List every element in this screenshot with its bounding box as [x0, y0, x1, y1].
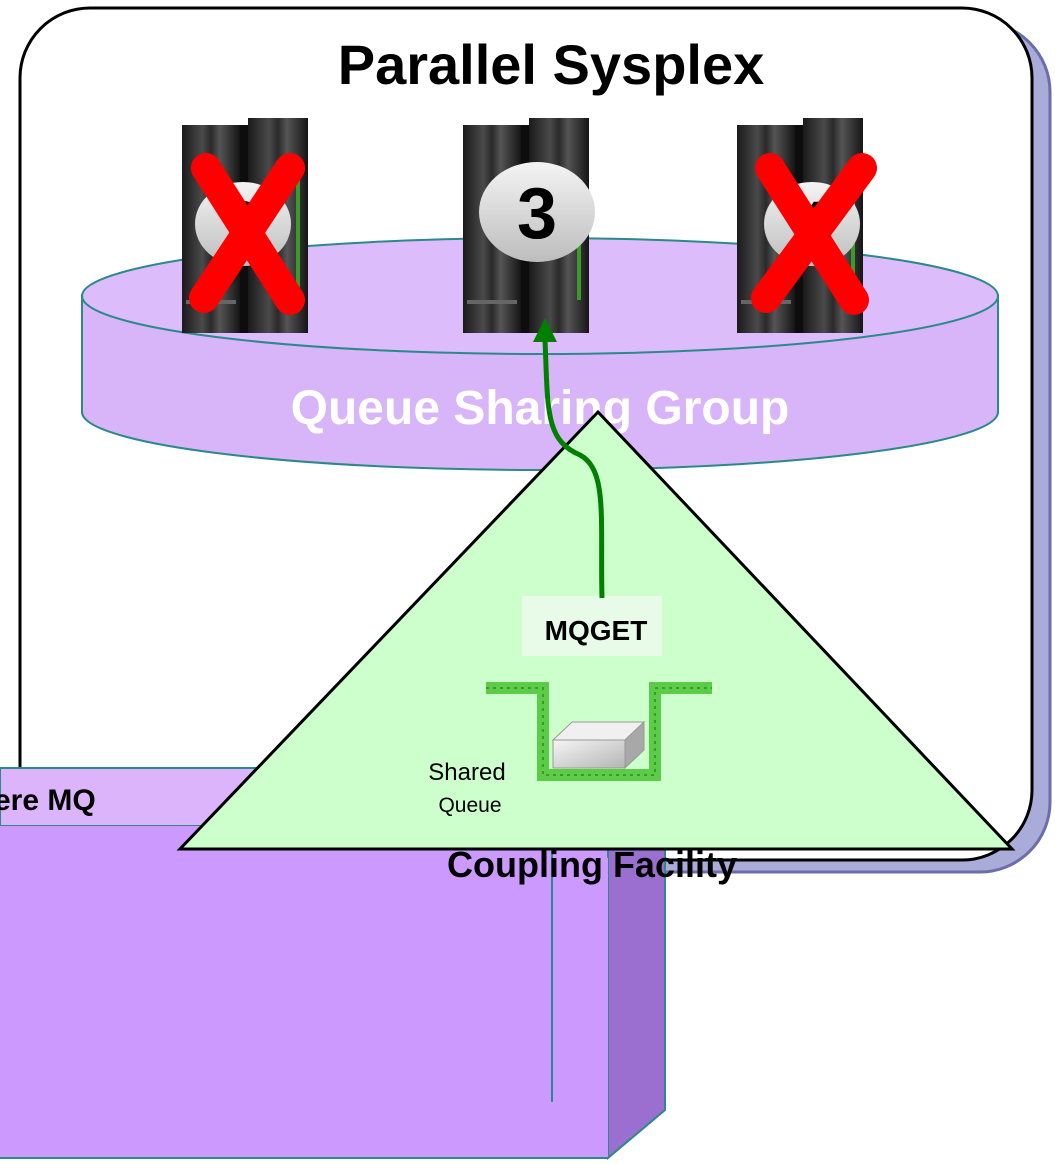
server-badge	[479, 162, 595, 262]
server-number: 3	[517, 174, 557, 254]
mqget-arrow	[533, 318, 605, 599]
server-2: 2	[182, 118, 308, 333]
failed-x-icon	[189, 153, 305, 315]
server-3: 3	[463, 118, 595, 333]
shared-queue-label-line2: Queue	[438, 794, 501, 817]
qsg-label: Queue Sharing Group	[291, 382, 790, 435]
mqget-label-bg	[522, 596, 662, 656]
message-icon	[551, 720, 646, 770]
network-label: ere MQ	[0, 784, 96, 817]
coupling-facility: MQGET Shared Queue Coupling Facility	[176, 409, 1016, 885]
server-4: 4	[737, 118, 877, 333]
shared-queue-label-line1: Shared	[428, 759, 505, 786]
mqget-label: MQGET	[545, 615, 648, 646]
coupling-facility-label: Coupling Facility	[447, 844, 737, 885]
sysplex-title: Parallel Sysplex	[338, 33, 765, 96]
failed-x-icon	[751, 153, 877, 315]
